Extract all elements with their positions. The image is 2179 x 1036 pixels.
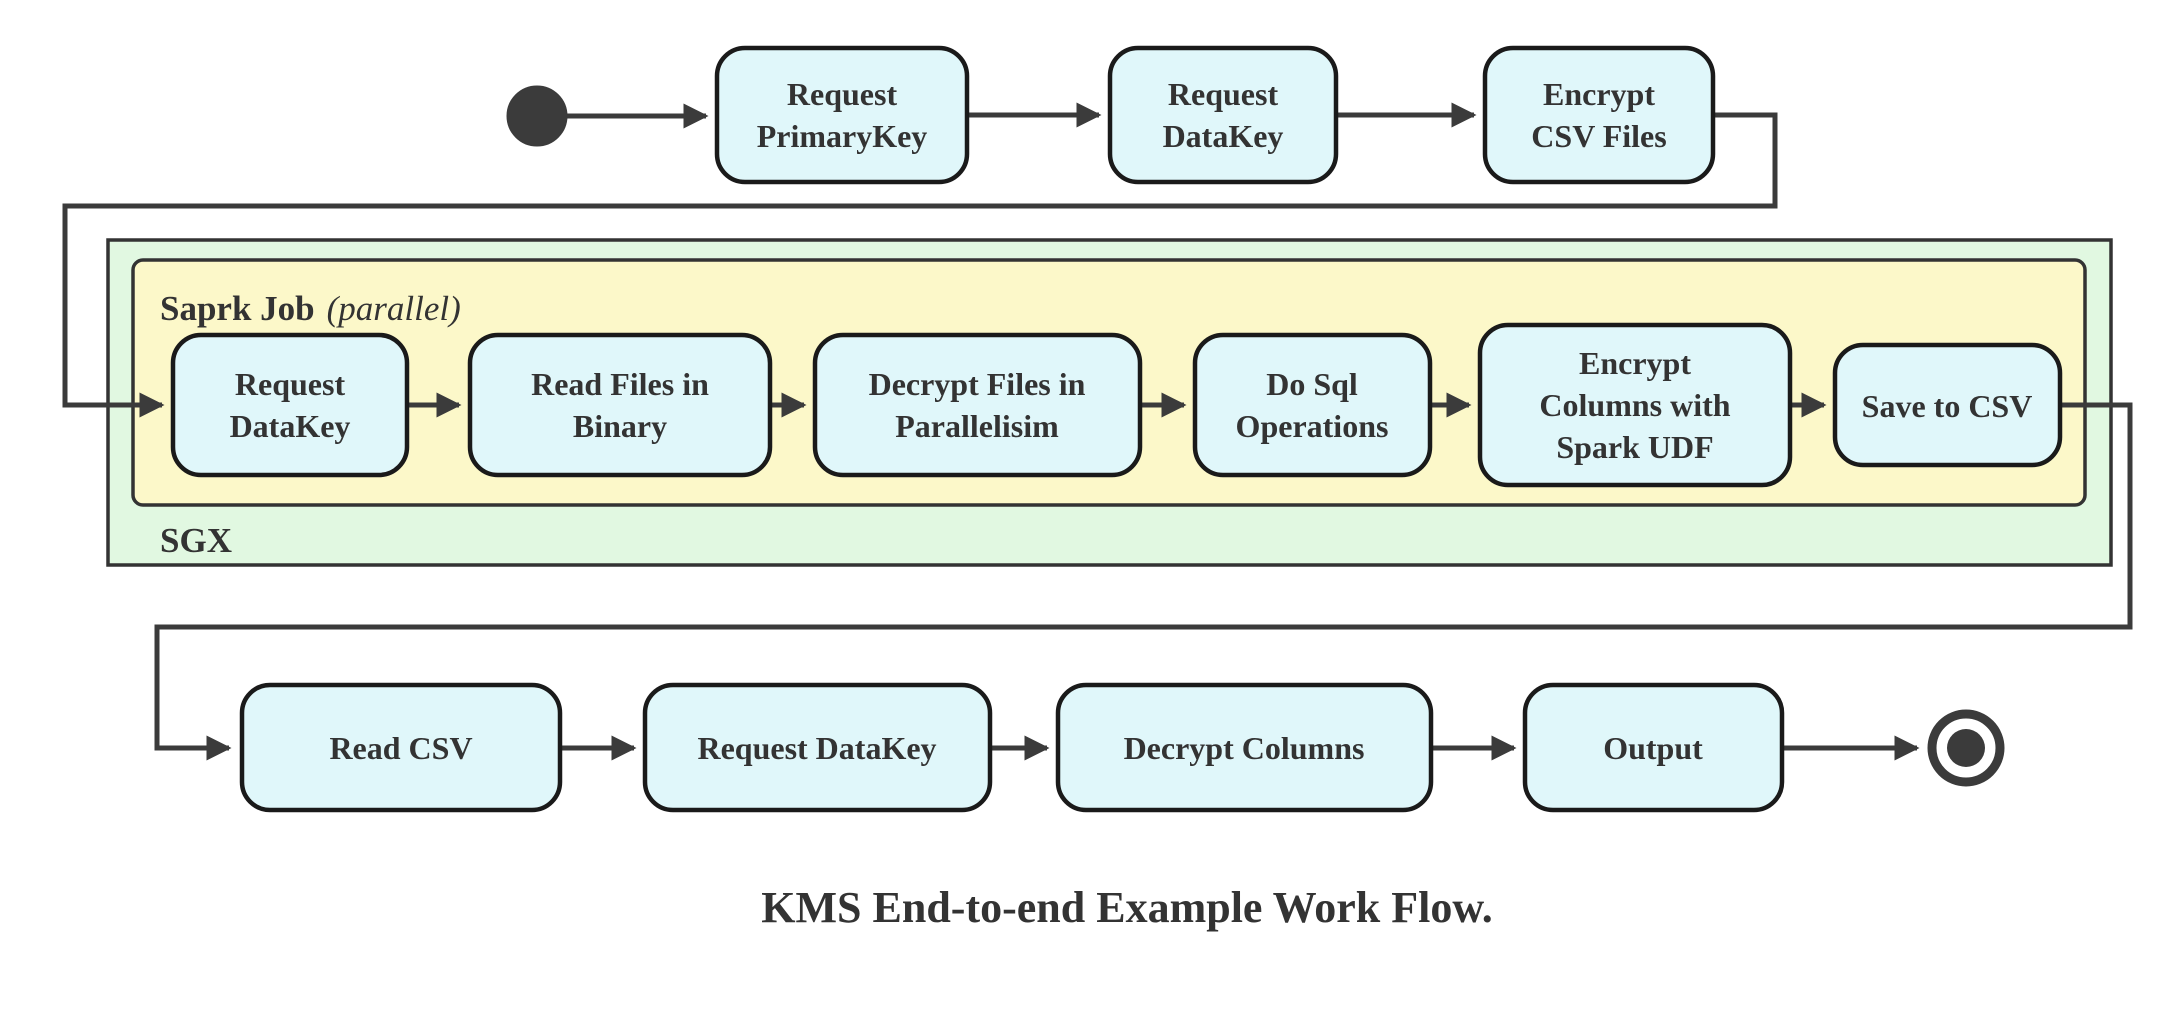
node-read-csv: Read CSV — [239, 682, 563, 813]
node-request-primarykey: Request PrimaryKey — [714, 45, 970, 185]
node-save-to-csv: Save to CSV — [1832, 342, 2063, 468]
node-label: CSV Files — [1531, 118, 1666, 154]
edge-encrypt-csv-files-to-spark-request-datakey — [62, 112, 1778, 418]
node-label: DataKey — [230, 408, 351, 444]
edge-save-to-csv-to-read-csv — [154, 402, 2133, 761]
end-node-dot — [1947, 729, 1985, 767]
node-label: Output — [1603, 730, 1703, 766]
node-label: Request — [235, 366, 346, 402]
node-do-sql-operations: Do Sql Operations — [1192, 332, 1433, 478]
node-label: Binary — [573, 408, 667, 444]
node-label: Decrypt Files in — [869, 366, 1086, 402]
sgx-label: SGX — [160, 521, 232, 560]
node-decrypt-files-in-parallelisim: Decrypt Files in Parallelisim — [812, 332, 1143, 478]
node-label: DataKey — [1163, 118, 1284, 154]
diagram-caption: KMS End-to-end Example Work Flow. — [761, 883, 1492, 932]
node-read-files-in-binary: Read Files in Binary — [467, 332, 773, 478]
spark-job-label: Saprk Job(parallel) — [160, 289, 461, 328]
node-label: Request DataKey — [697, 730, 936, 766]
node-output: Output — [1522, 682, 1785, 813]
node-decrypt-columns: Decrypt Columns — [1055, 682, 1434, 813]
node-request-datakey-spark: Request DataKey — [170, 332, 410, 478]
node-label: Do Sql — [1266, 366, 1358, 402]
node-encrypt-columns-with-spark-udf: Encrypt Columns with Spark UDF — [1477, 322, 1793, 488]
node-request-datakey-top: Request DataKey — [1107, 45, 1339, 185]
node-label: Parallelisim — [895, 408, 1059, 444]
node-label: Spark UDF — [1556, 429, 1713, 465]
node-label: Encrypt — [1543, 76, 1655, 112]
node-label: Decrypt Columns — [1124, 730, 1365, 766]
node-label: Read Files in — [531, 366, 709, 402]
node-label: PrimaryKey — [757, 118, 928, 154]
node-label: Encrypt — [1579, 345, 1691, 381]
node-label: Request — [1168, 76, 1279, 112]
node-encrypt-csv-files: Encrypt CSV Files — [1482, 45, 1716, 185]
node-label: Read CSV — [329, 730, 472, 766]
node-label: Columns with — [1539, 387, 1730, 423]
start-node — [506, 85, 568, 147]
node-label: Request — [787, 76, 898, 112]
node-label: Save to CSV — [1862, 388, 2033, 424]
node-request-datakey-read: Request DataKey — [642, 682, 993, 813]
node-label: Operations — [1236, 408, 1389, 444]
